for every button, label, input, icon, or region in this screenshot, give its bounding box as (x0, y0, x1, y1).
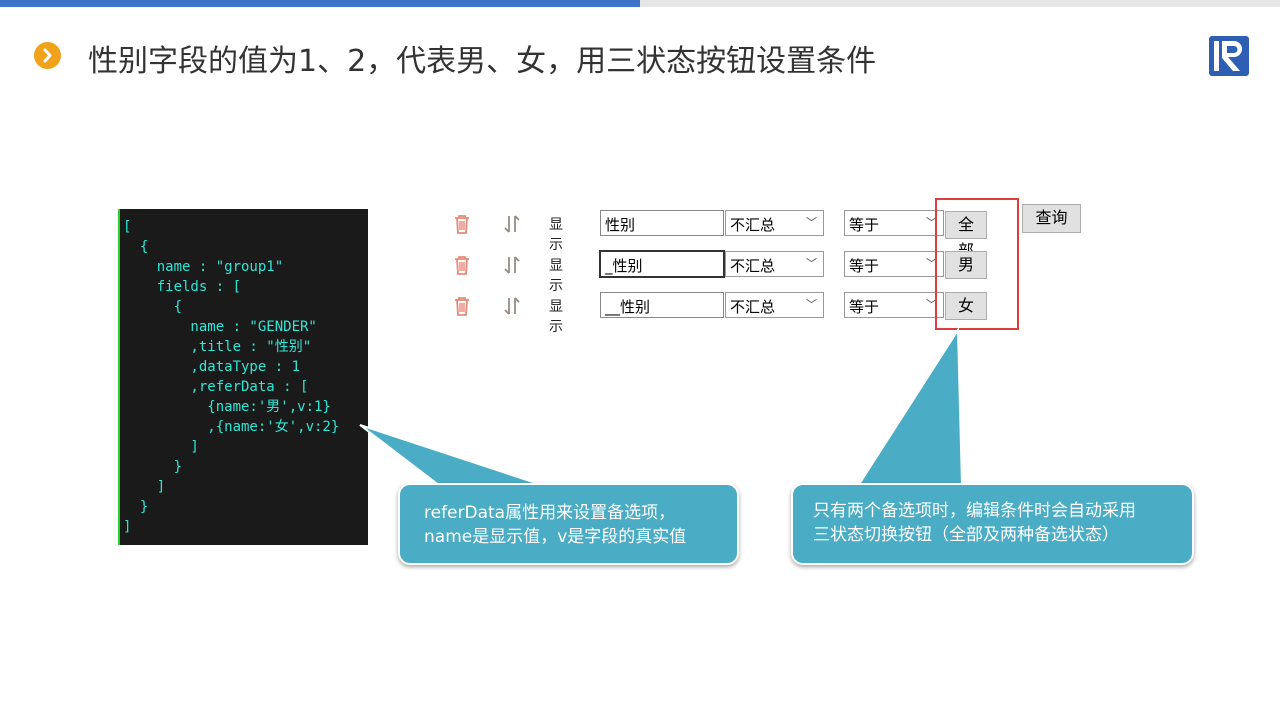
sort-icon[interactable] (500, 294, 524, 318)
top-gray-bar (640, 0, 1280, 7)
code-line: { (123, 239, 149, 255)
tri-state-toggle-button[interactable]: 女 (945, 292, 987, 320)
field-name-input[interactable]: _性别 (599, 250, 725, 278)
chevron-right-icon (34, 42, 61, 69)
code-line: name : "GENDER" (123, 319, 317, 335)
logo-icon (1209, 36, 1249, 76)
callout-text-line: 三状态切换按钮（全部及两种备选状态） (813, 525, 1119, 545)
show-label[interactable]: 显示 (549, 258, 563, 294)
code-line: } (123, 459, 183, 475)
code-line: name : "group1" (123, 259, 284, 275)
code-line: { (123, 299, 183, 315)
operator-value: 等于 (849, 257, 880, 275)
chevron-down-icon: ﹀ (926, 257, 937, 270)
code-panel: [ { name : "group1" fields : [ { name : … (118, 209, 368, 545)
code-line: ] (123, 519, 132, 535)
chevron-down-icon: ﹀ (806, 257, 817, 270)
sort-icon[interactable] (500, 212, 524, 236)
code-line: [ (123, 219, 132, 235)
tri-state-toggle-button[interactable]: 男 (945, 251, 987, 279)
operator-select[interactable]: 等于 ﹀ (844, 292, 944, 318)
aggregate-select[interactable]: 不汇总 ﹀ (725, 210, 824, 236)
aggregate-select[interactable]: 不汇总 ﹀ (725, 292, 824, 318)
highlight-box (935, 198, 1019, 330)
trash-icon[interactable] (450, 212, 474, 236)
top-accent-bar (0, 0, 640, 7)
chevron-down-icon: ﹀ (926, 216, 937, 229)
code-line: ] (123, 479, 166, 495)
operator-value: 等于 (849, 216, 880, 234)
code-line: {name:'男',v:1} (123, 399, 331, 415)
code-line: ,title : "性别" (123, 339, 312, 355)
chevron-down-icon: ﹀ (926, 298, 937, 311)
operator-select[interactable]: 等于 ﹀ (844, 210, 944, 236)
callout-text-line: 只有两个备选项时，编辑条件时会自动采用 (813, 501, 1136, 521)
callout-text-line: name是显示值，v是字段的真实值 (424, 527, 687, 547)
callout-refer-data: referData属性用来设置备选项， name是显示值，v是字段的真实值 (398, 483, 739, 565)
code-line: ,referData : [ (123, 379, 309, 395)
code-line: ,dataType : 1 (123, 359, 301, 375)
aggregate-value: 不汇总 (730, 298, 776, 316)
page-title: 性别字段的值为1、2，代表男、女，用三状态按钮设置条件 (88, 44, 877, 79)
aggregate-select[interactable]: 不汇总 ﹀ (725, 251, 824, 277)
code-line: } (123, 499, 149, 515)
chevron-down-icon: ﹀ (806, 216, 817, 229)
operator-value: 等于 (849, 298, 880, 316)
operator-select[interactable]: 等于 ﹀ (844, 251, 944, 277)
show-label[interactable]: 显示 (549, 299, 563, 335)
callout-tri-state: 只有两个备选项时，编辑条件时会自动采用 三状态切换按钮（全部及两种备选状态） (791, 483, 1194, 565)
callout-right-pointer (856, 326, 964, 487)
code-block: [ { name : "group1" fields : [ { name : … (120, 209, 368, 537)
sort-icon[interactable] (500, 253, 524, 277)
callout-text-line: referData属性用来设置备选项， (424, 503, 676, 523)
field-name-input[interactable]: __性别 (600, 292, 724, 318)
chevron-down-icon: ﹀ (806, 298, 817, 311)
code-line: ] (123, 439, 199, 455)
field-name-input[interactable]: 性别 (600, 210, 724, 236)
code-line: ,{name:'女',v:2} (123, 419, 340, 435)
callout-left-pointer (359, 424, 546, 487)
aggregate-value: 不汇总 (730, 216, 776, 234)
query-button[interactable]: 查询 (1022, 204, 1081, 233)
show-label[interactable]: 显示 (549, 217, 563, 253)
trash-icon[interactable] (450, 253, 474, 277)
aggregate-value: 不汇总 (730, 257, 776, 275)
trash-icon[interactable] (450, 294, 474, 318)
code-line: fields : [ (123, 279, 242, 295)
